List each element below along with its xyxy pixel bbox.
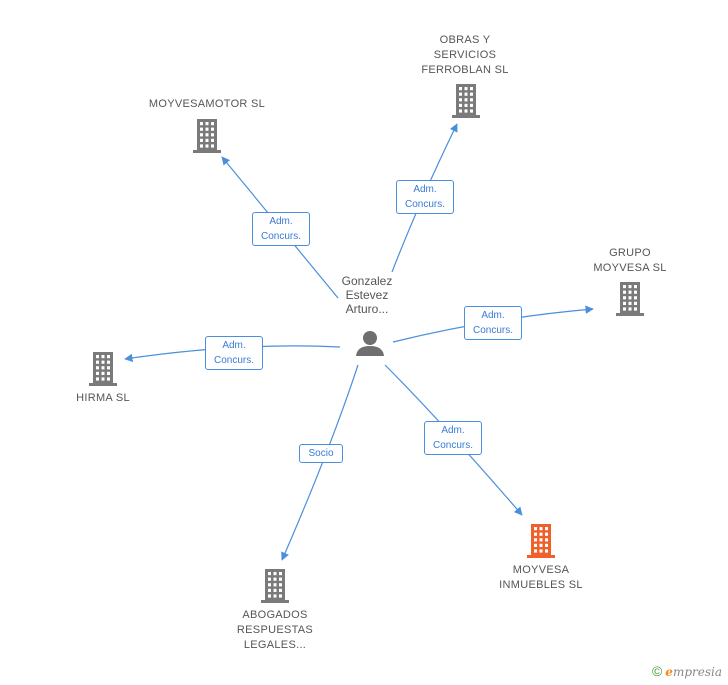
edge-label-inmuebles[interactable]: Adm. Concurs. [424, 421, 482, 455]
brand-rest: mpresia [672, 665, 722, 679]
copyright-symbol: © [651, 663, 663, 679]
center-person-name[interactable]: Gonzalez Estevez Arturo... [341, 274, 393, 316]
edge-label-moyvesamotor[interactable]: Adm. Concurs. [252, 212, 310, 246]
edge-label-abogados[interactable]: Socio [299, 444, 343, 463]
building-icon-inmuebles[interactable] [527, 524, 555, 558]
company-name-grupo[interactable]: GRUPO MOYVESA SL [593, 247, 667, 274]
edge-label-grupo[interactable]: Adm. Concurs. [464, 306, 522, 340]
edge-label-hirma[interactable]: Adm. Concurs. [205, 336, 263, 370]
building-icon-moyvesamotor[interactable] [193, 119, 221, 153]
person-icon[interactable] [356, 331, 384, 356]
company-name-moyvesamotor[interactable]: MOYVESAMOTOR SL [148, 98, 266, 110]
company-name-hirma[interactable]: HIRMA SL [76, 392, 130, 404]
building-icon-obras[interactable] [452, 84, 480, 118]
company-name-inmuebles[interactable]: MOYVESA INMUEBLES SL [499, 564, 583, 591]
building-icon-grupo[interactable] [616, 282, 644, 316]
company-name-abogados[interactable]: ABOGADOS RESPUESTAS LEGALES... [236, 609, 314, 651]
company-name-obras[interactable]: OBRAS Y SERVICIOS FERROBLAN SL [421, 34, 509, 76]
building-icon-abogados[interactable] [261, 569, 289, 603]
building-icon-hirma[interactable] [89, 352, 117, 386]
empresia-brand: ©empresia [652, 663, 722, 679]
edge-label-obras[interactable]: Adm. Concurs. [396, 180, 454, 214]
brand-e: e [665, 665, 673, 679]
